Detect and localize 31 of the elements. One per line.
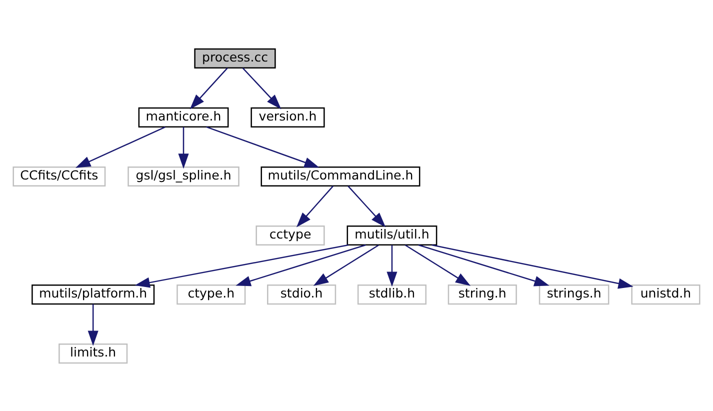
arrow xyxy=(75,126,166,168)
arrow xyxy=(348,185,386,227)
arrow xyxy=(190,67,228,109)
node-box: strings.h xyxy=(538,284,610,304)
arrow xyxy=(404,244,471,286)
node-box: gsl/gsl_spline.h xyxy=(128,166,240,186)
node-box: unistd.h xyxy=(631,284,700,304)
node-box: CCfits/CCfits xyxy=(12,166,106,186)
node-box: ctype.h xyxy=(176,284,246,304)
arrow xyxy=(313,244,379,286)
node-box: version.h xyxy=(250,106,325,128)
arrow xyxy=(418,244,550,286)
arrow xyxy=(206,126,320,168)
node-box: process.cc xyxy=(194,48,276,68)
node-box: limits.h xyxy=(58,343,128,364)
arrow xyxy=(178,126,189,168)
node-box: mutils/util.h xyxy=(346,224,438,246)
node-box: mutils/CommandLine.h xyxy=(260,166,420,186)
arrow xyxy=(386,244,398,286)
arrow xyxy=(242,67,282,109)
node-box: stdlib.h xyxy=(357,284,427,304)
node-box: stdio.h xyxy=(267,284,336,304)
arrow xyxy=(236,244,366,286)
node-box: manticore.h xyxy=(138,106,229,128)
arrow xyxy=(134,244,349,288)
arrow xyxy=(88,304,98,346)
node-box: cctype xyxy=(256,224,325,246)
arrow xyxy=(296,185,334,227)
node-box: string.h xyxy=(448,284,517,304)
node-box: mutils/platform.h xyxy=(32,284,155,304)
arrow xyxy=(432,244,634,288)
